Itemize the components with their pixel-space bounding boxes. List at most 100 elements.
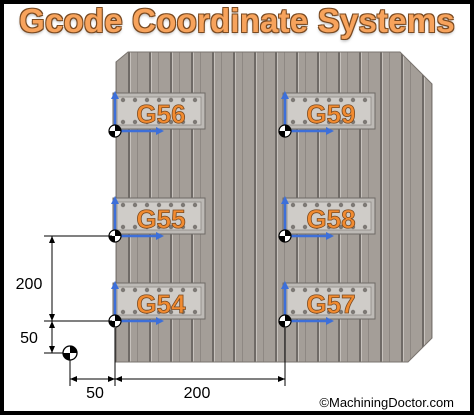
bolt-icon: [180, 119, 186, 125]
bolt-icon: [180, 224, 186, 230]
bolt-icon: [192, 287, 198, 293]
bolt-icon: [314, 202, 320, 208]
bolt-icon: [192, 97, 198, 103]
y-axis-arrowhead: [111, 196, 119, 204]
y-axis-arrowhead: [111, 91, 119, 99]
vertical-spacing-label: 200: [16, 276, 43, 293]
work-offset-zero-icon: [278, 229, 292, 243]
bolt-icon: [192, 202, 198, 208]
bolt-icon: [362, 119, 368, 125]
y-axis-arrowhead: [281, 196, 289, 204]
bolt-icon: [338, 97, 344, 103]
bolt-icon: [168, 309, 174, 315]
bolt-icon: [302, 202, 308, 208]
fixture-g59: G59: [278, 91, 376, 138]
work-offset-zero-icon: [108, 229, 122, 243]
bolt-icon: [168, 97, 174, 103]
bolt-icon: [362, 224, 368, 230]
fixture-g57: G57: [278, 281, 376, 328]
bolt-icon: [362, 309, 368, 315]
arrow-up: [49, 321, 55, 328]
bolt-icon: [350, 287, 356, 293]
bolt-icon: [290, 224, 296, 230]
bolt-icon: [192, 224, 198, 230]
x-axis-arrowhead: [326, 317, 334, 325]
bolt-icon: [362, 202, 368, 208]
bolt-icon: [314, 97, 320, 103]
bolt-icon: [290, 287, 296, 293]
bolt-icon: [350, 309, 356, 315]
machine-zero-icon: [62, 345, 78, 361]
bolt-icon: [180, 202, 186, 208]
bolt-icon: [290, 309, 296, 315]
coordinate-system-label: G59: [306, 99, 355, 129]
bolt-icon: [290, 97, 296, 103]
bolt-icon: [156, 287, 162, 293]
copyright-text: ©MachiningDoctor.com: [319, 395, 454, 410]
bolt-icon: [132, 224, 138, 230]
bolt-icon: [156, 202, 162, 208]
fixture-g58: G58: [278, 196, 376, 243]
bolt-icon: [350, 202, 356, 208]
bolt-icon: [156, 119, 162, 125]
work-offset-zero-icon: [278, 124, 292, 138]
bolt-icon: [144, 224, 150, 230]
bolt-icon: [180, 97, 186, 103]
bolt-icon: [180, 287, 186, 293]
x-axis-arrowhead: [156, 317, 164, 325]
x-axis-arrowhead: [326, 232, 334, 240]
bolt-icon: [132, 202, 138, 208]
x-axis-arrowhead: [156, 127, 164, 135]
vertical-offset-label: 50: [20, 330, 38, 347]
bolt-icon: [302, 119, 308, 125]
bolt-icon: [290, 202, 296, 208]
bolt-icon: [132, 97, 138, 103]
bolt-icon: [302, 97, 308, 103]
bolt-icon: [326, 97, 332, 103]
bolt-icon: [326, 309, 332, 315]
bolt-icon: [338, 119, 344, 125]
work-offset-zero-icon: [108, 124, 122, 138]
bolt-icon: [314, 224, 320, 230]
y-axis-arrowhead: [281, 281, 289, 289]
bolt-icon: [156, 309, 162, 315]
bolt-icon: [362, 287, 368, 293]
bolt-icon: [120, 97, 126, 103]
bolt-icon: [156, 224, 162, 230]
coordinate-system-label: G54: [136, 289, 186, 319]
bolt-icon: [338, 287, 344, 293]
bolt-icon: [132, 287, 138, 293]
fixture-g54: G54: [108, 281, 206, 328]
bolt-icon: [180, 309, 186, 315]
y-axis-arrowhead: [111, 281, 119, 289]
bolt-icon: [144, 309, 150, 315]
bolt-icon: [168, 119, 174, 125]
coordinate-system-label: G58: [306, 204, 355, 234]
bolt-icon: [290, 119, 296, 125]
bolt-icon: [120, 287, 126, 293]
bolt-icon: [168, 202, 174, 208]
arrow-left: [115, 376, 122, 382]
bolt-icon: [168, 287, 174, 293]
bolt-icon: [120, 119, 126, 125]
bolt-icon: [132, 309, 138, 315]
arrow-down: [49, 314, 55, 321]
bolt-icon: [192, 119, 198, 125]
bolt-icon: [192, 309, 198, 315]
bolt-icon: [120, 202, 126, 208]
bolt-icon: [120, 224, 126, 230]
dimension-lines: [44, 235, 286, 386]
bolt-icon: [350, 97, 356, 103]
bolt-icon: [120, 309, 126, 315]
fixture-g56: G56: [108, 91, 206, 138]
bolt-icon: [350, 224, 356, 230]
page-title: Gcode Coordinate Systems: [19, 2, 455, 39]
bolt-icon: [132, 119, 138, 125]
bolt-icon: [144, 97, 150, 103]
bolt-icon: [350, 119, 356, 125]
coordinate-system-label: G55: [136, 204, 185, 234]
bolt-icon: [338, 224, 344, 230]
arrow-up: [49, 236, 55, 243]
bolt-icon: [314, 119, 320, 125]
bolt-icon: [362, 97, 368, 103]
